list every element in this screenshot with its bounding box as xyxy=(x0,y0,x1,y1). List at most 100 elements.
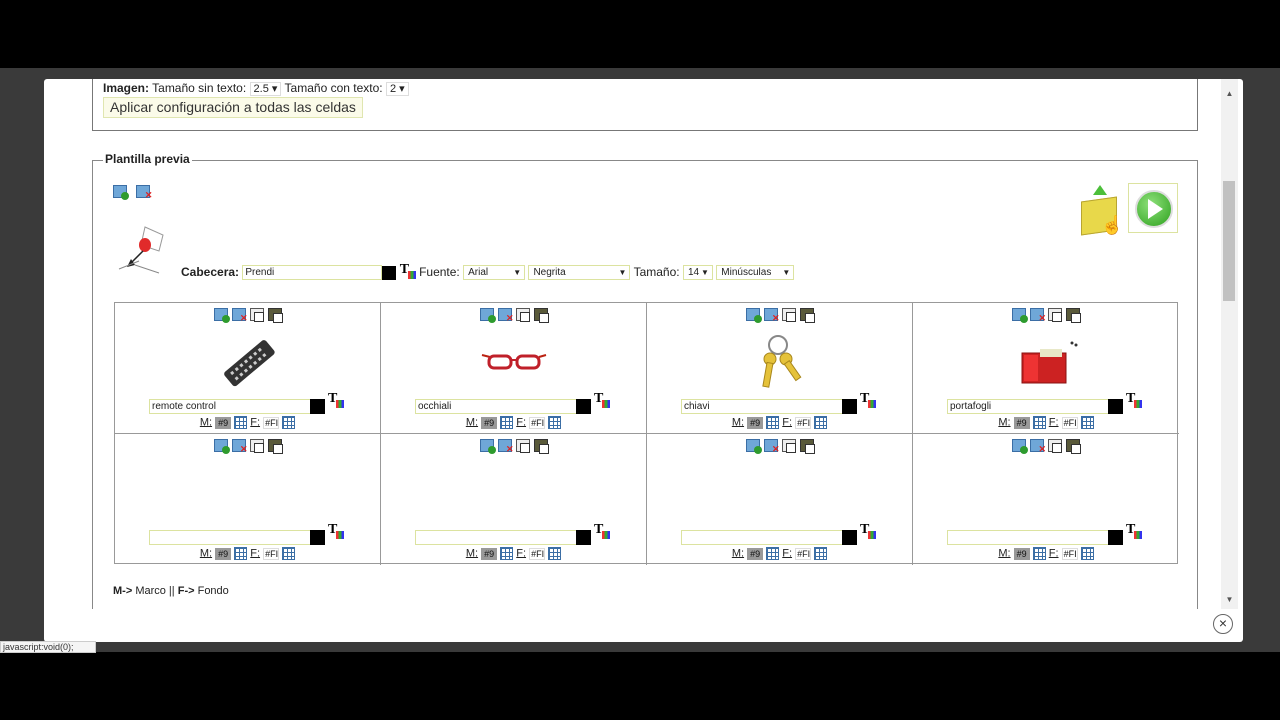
fondo-palette-icon[interactable] xyxy=(1080,416,1094,429)
text-color-icon[interactable]: T xyxy=(860,391,876,408)
paste-cell-icon[interactable] xyxy=(267,308,283,324)
delete-cell-icon[interactable] xyxy=(497,308,514,324)
delete-cell-icon[interactable] xyxy=(231,439,248,455)
grid-cell[interactable]: TM: #9 F: #FI xyxy=(913,434,1179,565)
cell-text-input[interactable] xyxy=(149,530,311,545)
text-color-icon[interactable]: T xyxy=(400,262,416,279)
cell-text-color-swatch[interactable] xyxy=(310,530,325,545)
wallet-pictogram[interactable] xyxy=(1006,333,1086,393)
glasses-pictogram[interactable] xyxy=(474,333,554,393)
sin-texto-select[interactable]: 2.5 ▾ xyxy=(249,81,282,96)
copy-cell-icon[interactable] xyxy=(781,439,796,454)
fondo-palette-icon[interactable] xyxy=(282,416,296,429)
paste-cell-icon[interactable] xyxy=(267,439,283,455)
copy-cell-icon[interactable] xyxy=(1048,308,1062,323)
fondo-color-input[interactable]: #FI xyxy=(795,416,812,429)
marco-color-input[interactable]: #9 xyxy=(747,416,764,429)
font-select[interactable]: Arial▼ xyxy=(463,265,526,281)
add-cell-icon[interactable] xyxy=(1012,439,1028,455)
scroll-down-arrow-icon[interactable]: ▼ xyxy=(1225,595,1234,604)
close-icon[interactable]: × xyxy=(1213,614,1233,634)
paste-cell-icon[interactable] xyxy=(533,439,549,455)
cell-text-color-swatch[interactable] xyxy=(310,399,325,414)
marco-palette-icon[interactable] xyxy=(1032,547,1046,560)
cell-text-color-swatch[interactable] xyxy=(1108,530,1123,545)
modal-scrollbar[interactable]: ▲ ▼ xyxy=(1221,79,1238,609)
fondo-palette-icon[interactable] xyxy=(814,416,828,429)
fondo-color-input[interactable]: #FI xyxy=(529,416,546,429)
marco-palette-icon[interactable] xyxy=(234,547,248,560)
add-cell-icon[interactable] xyxy=(479,439,496,455)
fondo-palette-icon[interactable] xyxy=(548,547,562,560)
empty-pictogram[interactable] xyxy=(474,464,554,524)
add-cell-icon[interactable] xyxy=(213,308,230,324)
marco-color-input[interactable]: #9 xyxy=(481,416,498,429)
empty-pictogram[interactable] xyxy=(1006,464,1086,524)
add-cell-icon[interactable] xyxy=(213,439,230,455)
marco-color-input[interactable]: #9 xyxy=(215,416,232,429)
font-style-select[interactable]: Negrita▼ xyxy=(528,265,631,281)
paste-cell-icon[interactable] xyxy=(1066,439,1081,455)
paste-cell-icon[interactable] xyxy=(533,308,549,324)
add-cell-icon[interactable] xyxy=(745,308,762,324)
delete-cell-icon[interactable] xyxy=(231,308,248,324)
marco-color-input[interactable]: #9 xyxy=(1013,547,1030,560)
delete-row-icon[interactable] xyxy=(136,185,152,201)
cell-text-input[interactable] xyxy=(681,530,843,545)
delete-cell-icon[interactable] xyxy=(1030,439,1046,455)
cell-text-input[interactable]: remote control xyxy=(149,399,311,414)
grid-cell[interactable]: TM: #9 F: #FI xyxy=(381,434,647,565)
add-row-icon[interactable] xyxy=(113,185,129,201)
marco-palette-icon[interactable] xyxy=(500,547,514,560)
marco-color-input[interactable]: #9 xyxy=(215,547,232,560)
cell-text-input[interactable] xyxy=(947,530,1109,545)
text-color-icon[interactable]: T xyxy=(860,522,876,539)
text-color-icon[interactable]: T xyxy=(328,391,344,408)
copy-cell-icon[interactable] xyxy=(515,308,530,323)
header-color-swatch[interactable] xyxy=(382,265,397,280)
marco-palette-icon[interactable] xyxy=(234,416,248,429)
cell-text-color-swatch[interactable] xyxy=(842,399,857,414)
fondo-color-input[interactable]: #FI xyxy=(263,416,280,429)
cell-text-color-swatch[interactable] xyxy=(1108,399,1123,414)
fondo-color-input[interactable]: #FI xyxy=(263,547,280,560)
remote-control-pictogram[interactable] xyxy=(208,333,288,393)
cell-text-color-swatch[interactable] xyxy=(576,530,591,545)
marco-palette-icon[interactable] xyxy=(500,416,514,429)
marco-color-input[interactable]: #9 xyxy=(747,547,764,560)
fondo-color-input[interactable]: #FI xyxy=(529,547,546,560)
con-texto-select[interactable]: 2 ▾ xyxy=(385,81,409,96)
paste-cell-icon[interactable] xyxy=(799,439,815,455)
delete-cell-icon[interactable] xyxy=(497,439,514,455)
marco-color-input[interactable]: #9 xyxy=(481,547,498,560)
text-color-icon[interactable]: T xyxy=(594,391,610,408)
case-select[interactable]: Minúsculas▼ xyxy=(716,265,795,281)
font-size-select[interactable]: 14▼ xyxy=(682,265,713,281)
fondo-palette-icon[interactable] xyxy=(548,416,562,429)
paste-cell-icon[interactable] xyxy=(799,308,815,324)
fondo-color-input[interactable]: #FI xyxy=(1061,416,1078,429)
fondo-palette-icon[interactable] xyxy=(814,547,828,560)
copy-cell-icon[interactable] xyxy=(1048,439,1062,454)
marco-palette-icon[interactable] xyxy=(766,547,780,560)
delete-cell-icon[interactable] xyxy=(1030,308,1046,324)
paste-cell-icon[interactable] xyxy=(1066,308,1081,324)
text-color-icon[interactable]: T xyxy=(328,522,344,539)
grid-cell[interactable]: TM: #9 F: #FI xyxy=(115,434,381,565)
copy-cell-icon[interactable] xyxy=(249,439,264,454)
export-button[interactable]: ☝ xyxy=(1081,185,1123,236)
cell-text-color-swatch[interactable] xyxy=(576,399,591,414)
scroll-thumb[interactable] xyxy=(1223,181,1235,301)
fondo-palette-icon[interactable] xyxy=(1080,547,1094,560)
copy-cell-icon[interactable] xyxy=(515,439,530,454)
cell-text-input[interactable]: chiavi xyxy=(681,399,843,414)
header-pictogram[interactable] xyxy=(115,221,171,277)
copy-cell-icon[interactable] xyxy=(781,308,796,323)
marco-palette-icon[interactable] xyxy=(766,416,780,429)
cabecera-input[interactable]: Prendi xyxy=(242,265,383,281)
text-color-icon[interactable]: T xyxy=(1126,391,1142,408)
delete-cell-icon[interactable] xyxy=(763,308,780,324)
